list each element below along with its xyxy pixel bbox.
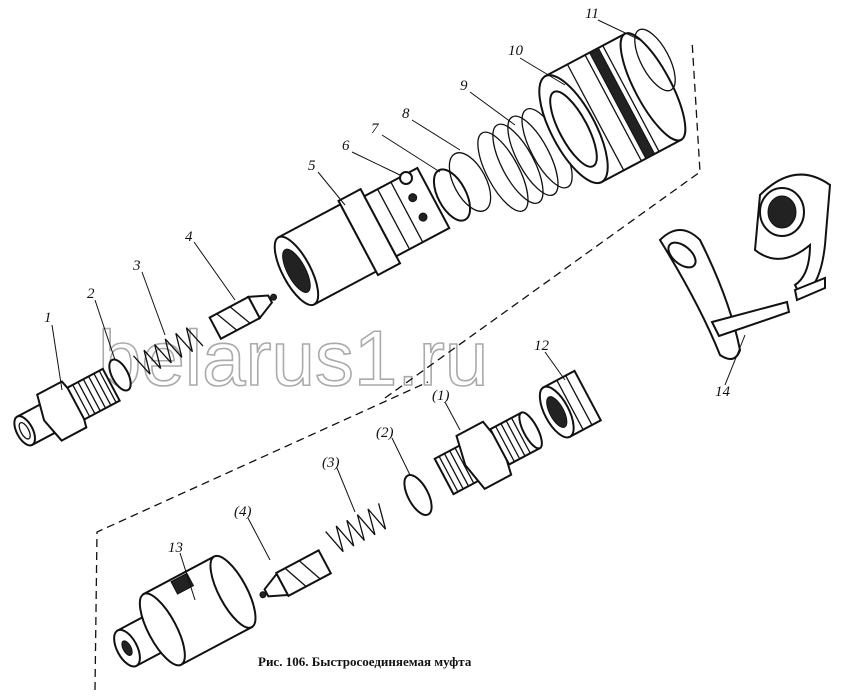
label-9: 9 bbox=[460, 78, 468, 94]
label-12: 12 bbox=[534, 338, 550, 354]
part-9-spring bbox=[477, 108, 573, 212]
part-5-body bbox=[273, 166, 451, 307]
watermark: belarus1.ru bbox=[98, 314, 488, 402]
part-7-ring bbox=[432, 168, 472, 222]
part-2-o-ring bbox=[108, 358, 132, 392]
part-12-nut bbox=[538, 369, 603, 439]
label-1: 1 bbox=[44, 310, 52, 326]
part-1-fitting-lower bbox=[433, 411, 543, 496]
part-8-ring bbox=[448, 152, 492, 212]
part-4-valve bbox=[208, 293, 278, 341]
label-6: 6 bbox=[342, 138, 350, 154]
part-6-ball bbox=[399, 171, 413, 185]
label-4-lower: (4) bbox=[234, 504, 252, 520]
label-5: 5 bbox=[308, 158, 316, 174]
part-3-spring bbox=[132, 327, 204, 375]
label-2: 2 bbox=[87, 286, 95, 302]
label-11: 11 bbox=[585, 6, 599, 22]
label-8: 8 bbox=[402, 106, 410, 122]
assembly-line-lower bbox=[94, 381, 429, 691]
part-10-sleeve bbox=[538, 32, 687, 185]
part-2-o-ring-lower bbox=[403, 474, 433, 516]
label-2-lower: (2) bbox=[376, 425, 394, 441]
part-14-dust-cap bbox=[658, 173, 832, 360]
assembly-line-upper bbox=[384, 39, 701, 399]
label-10: 10 bbox=[508, 43, 524, 59]
label-1-lower: (1) bbox=[432, 388, 450, 404]
label-4: 4 bbox=[185, 229, 193, 245]
label-7: 7 bbox=[371, 121, 380, 137]
leader-lines bbox=[51, 19, 746, 601]
label-3-lower: (3) bbox=[322, 455, 340, 471]
part-1-fitting bbox=[13, 367, 122, 447]
figure-caption: Рис. 106. Быстросоединяемая муфта bbox=[258, 654, 472, 669]
label-3: 3 bbox=[132, 258, 141, 274]
part-13-half-coupling bbox=[113, 554, 257, 668]
part-11-retaining-ring bbox=[634, 28, 676, 92]
label-13: 13 bbox=[168, 540, 183, 556]
part-3-spring-lower bbox=[325, 503, 387, 553]
label-14: 14 bbox=[715, 384, 731, 400]
part-4-valve-lower bbox=[259, 549, 333, 599]
